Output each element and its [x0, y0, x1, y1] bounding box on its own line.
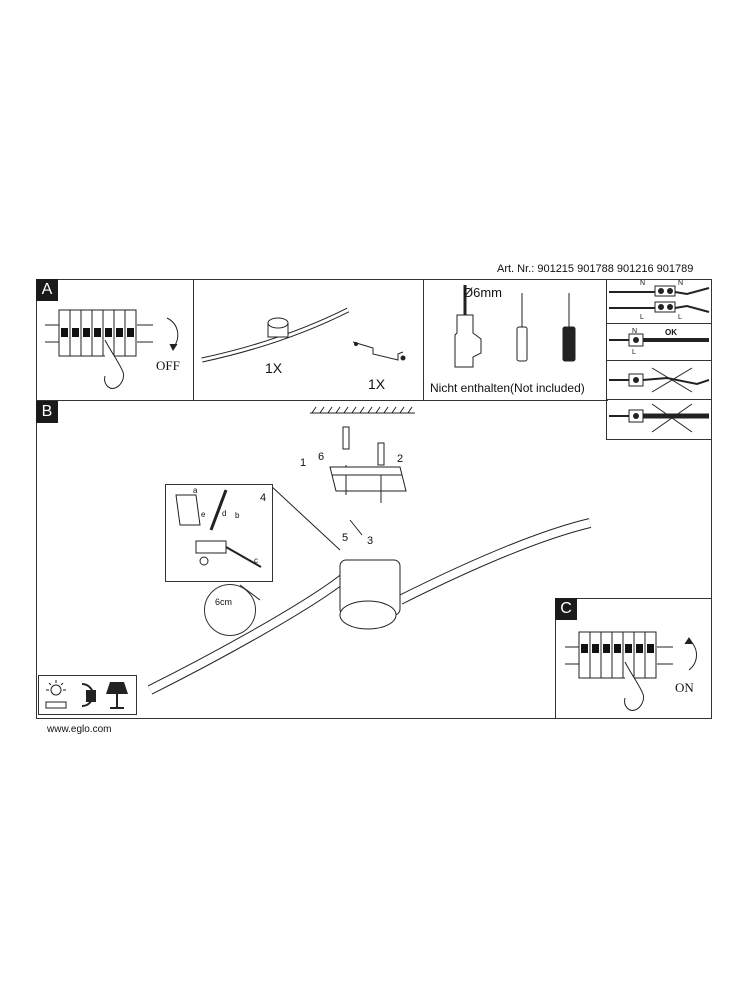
breaker-off-illustration [45, 309, 179, 389]
section-c-label: C [555, 598, 577, 620]
article-numbers: Art. Nr.: 901215 901788 901216 901789 [497, 263, 694, 275]
divider-a2 [423, 279, 424, 400]
table-lamp-icon [106, 682, 128, 709]
info-icons [45, 680, 128, 709]
flat-screwdriver-icon [516, 293, 528, 362]
wiring-n-label: N [640, 280, 646, 287]
bracket-qty: 1X [368, 376, 386, 392]
step-1: 1 [300, 457, 307, 469]
terminal-block-icon [609, 285, 710, 313]
wiring-ok-l-label: L [632, 349, 636, 356]
wiring-illustrations [609, 285, 710, 433]
terminal-wiring-detail [175, 489, 262, 568]
sub-step-c: c [254, 556, 258, 565]
section-a-label: A [36, 279, 58, 301]
divider-a1 [193, 279, 194, 400]
mounting-illustration [147, 406, 592, 695]
divider-wiring [606, 279, 607, 439]
step-2: 2 [397, 453, 404, 465]
wiring-l-right-label: L [678, 314, 682, 321]
on-label: ON [675, 680, 694, 695]
wiring-row-divider-2 [606, 360, 712, 361]
wiring-ok-n-label: N [632, 328, 638, 335]
wiring-row-divider-1 [606, 323, 712, 324]
breaker-on-illustration [565, 631, 697, 711]
step-6: 6 [318, 451, 325, 463]
info-icons-box [38, 675, 137, 715]
tools-illustration [454, 285, 576, 368]
phillips-screwdriver-icon [562, 293, 576, 362]
ceiling-hatch [310, 406, 415, 414]
led-icon [45, 680, 67, 709]
sub-step-b: b [235, 511, 240, 520]
website-url: www.eglo.com [47, 724, 112, 735]
wiring-ok-label: OK [665, 328, 677, 337]
recycle-icon [81, 683, 96, 707]
step-3: 3 [367, 535, 374, 547]
instruction-frame [36, 279, 712, 719]
step-5: 5 [342, 532, 349, 544]
lamp-qty: 1X [265, 360, 283, 376]
sub-step-a: a [193, 486, 198, 495]
drill-icon [454, 285, 482, 368]
drill-size: Ø6mm [463, 285, 502, 300]
off-label: OFF [156, 358, 180, 373]
wiring-row-divider-3 [606, 399, 712, 400]
lamp-parts-illustration [201, 307, 406, 363]
divider-wiring-bottom [606, 439, 712, 440]
wiring-l-label: L [640, 314, 644, 321]
section-c-box [555, 598, 712, 719]
section-b-label: B [36, 401, 58, 423]
wiring-n-right-label: N [678, 280, 684, 287]
not-included-note: Nicht enthalten(Not included) [430, 381, 585, 395]
sub-step-e: e [201, 510, 206, 519]
strip-length: 6cm [215, 597, 233, 607]
strip-length-detail [204, 584, 256, 636]
step-4: 4 [260, 492, 267, 504]
divider-a-b [36, 400, 608, 401]
sub-step-d: d [222, 509, 227, 518]
